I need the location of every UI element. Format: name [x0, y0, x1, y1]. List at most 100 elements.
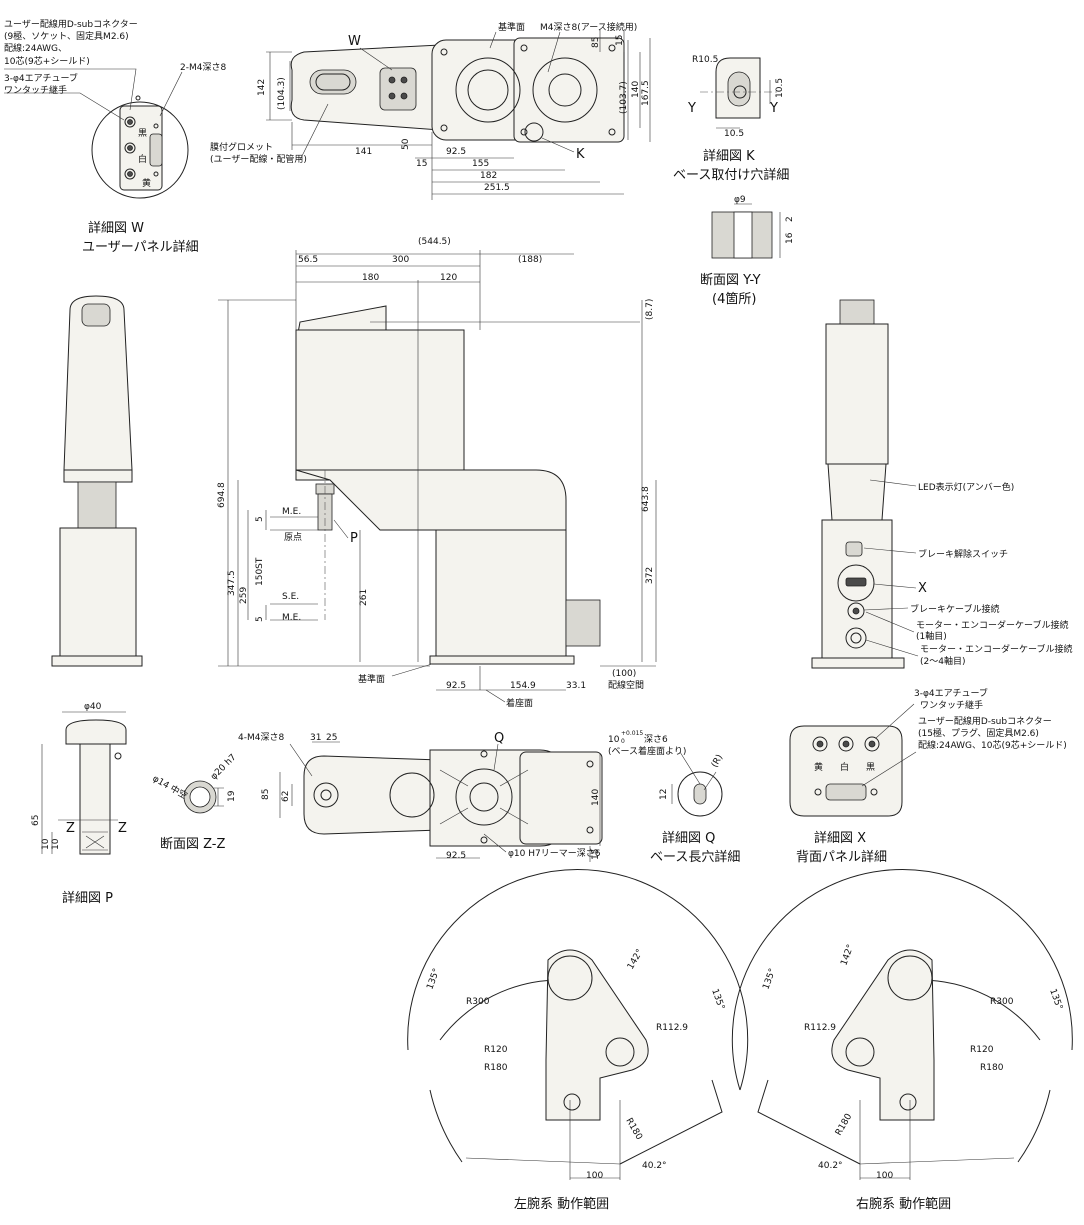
- rr-r180b: R180: [834, 1112, 855, 1138]
- rr-40-2: 40.2°: [818, 1161, 843, 1171]
- w-dsub-line1: ユーザー配線用D-subコネクター: [4, 18, 138, 30]
- dim-372: 372: [645, 567, 655, 584]
- detail-x-title: 詳細図 X: [814, 830, 866, 846]
- dim-top-104-3: (104.3): [277, 77, 287, 110]
- section-yy-subtitle: (4箇所): [712, 291, 756, 307]
- arm-dim-85: 85: [261, 789, 271, 800]
- lr-r300: R300: [466, 997, 490, 1007]
- dim-top-141: 141: [355, 147, 372, 157]
- arm-dim-31: 31: [310, 733, 321, 743]
- x-air-1: 3-φ4エアチューブ: [914, 687, 988, 699]
- lr-r112-9: R112.9: [656, 1023, 688, 1033]
- detail-x-subtitle: 背面パネル詳細: [796, 849, 887, 865]
- x-color-white: 白: [840, 761, 849, 773]
- front-view: (544.5) 56.5 300 (188) 180 120 (8.7) 694…: [217, 237, 657, 709]
- detail-q: 10 +0.015 0 深さ6 (ベース着座面より) (R) 12 詳細図 Q …: [608, 730, 740, 865]
- base-ref-label: 基準面: [358, 673, 385, 685]
- motor1-line2: (1軸目): [916, 630, 947, 642]
- detail-w-subtitle: ユーザーパネル詳細: [82, 239, 199, 255]
- dim-top-182: 182: [480, 171, 497, 181]
- mount-face-label: 着座面: [506, 697, 533, 709]
- w-air-line1: 3-φ4エアチューブ: [4, 72, 78, 84]
- dim-56-5: 56.5: [298, 255, 318, 265]
- k-dim-10-5a: 10.5: [724, 129, 744, 139]
- rr-r112-9: R112.9: [804, 1023, 836, 1033]
- w-callout: W: [348, 34, 361, 49]
- p-dim-10b: 10: [51, 838, 61, 850]
- dim-150st: 150ST: [255, 557, 265, 586]
- x-color-yellow: 黄: [814, 761, 823, 773]
- ref-face-label: 基準面: [498, 21, 525, 33]
- x-dsub-1: ユーザー配線用D-subコネクター: [918, 715, 1052, 727]
- w-m4-label: 2-M4深さ8: [180, 62, 226, 73]
- q-tol-depth: 深さ6: [644, 734, 668, 745]
- section-yy: φ9 2 16 断面図 Y-Y (4箇所): [700, 195, 795, 307]
- k-callout: K: [576, 147, 585, 162]
- dim-top-155: 155: [472, 159, 489, 169]
- reamer-label: φ10 H7リーマー深さ6: [508, 848, 601, 859]
- rear-view: LED表示灯(アンバー色) ブレーキ解除スイッチ X ブレーキケーブル接続 モー…: [811, 299, 1072, 669]
- x-color-black: 黒: [866, 762, 875, 773]
- dim-top-251-5: 251.5: [484, 183, 510, 193]
- q-tol-zero: 0: [621, 738, 625, 745]
- dim-5a: 5: [255, 516, 265, 522]
- dim-92-5-front: 92.5: [446, 681, 466, 691]
- dim-top-103-7: (103.7): [619, 81, 629, 114]
- led-label: LED表示灯(アンバー色): [918, 481, 1014, 493]
- rr-142: 142°: [839, 943, 856, 967]
- arm-dim-140: 140: [591, 789, 601, 806]
- detail-p: φ40 65 10 10 Z Z 詳細図 P: [31, 702, 127, 906]
- dim-154-9: 154.9: [510, 681, 536, 691]
- rr-135a: 135°: [761, 967, 778, 991]
- arm-dim-92-5: 92.5: [446, 851, 466, 861]
- w-dsub-line2: (9極、ソケット、固定具M2.6): [4, 30, 129, 42]
- x-air-2: ワンタッチ継手: [920, 699, 983, 711]
- wiring-space-1: (100): [612, 669, 636, 679]
- k-y-left: Y: [687, 101, 696, 116]
- zz-dim-19: 19: [227, 790, 237, 802]
- p-phi40: φ40: [84, 702, 102, 712]
- motor2-line1: モーター・エンコーダーケーブル接続: [920, 643, 1072, 655]
- left-arm-range: 135° 142° 135° R300 R112.9 R120 R180 R18…: [407, 869, 749, 1212]
- yy-dim-16: 16: [785, 232, 795, 244]
- brake-switch-label: ブレーキ解除スイッチ: [918, 548, 1008, 560]
- section-zz-title: 断面図 Z-Z: [160, 837, 226, 852]
- dim-8-7: (8.7): [645, 299, 655, 320]
- lr-142: 142°: [626, 948, 646, 972]
- dim-261: 261: [359, 589, 369, 606]
- w-color-yellow: 黄: [142, 177, 151, 189]
- rr-135b: 135°: [1047, 988, 1064, 1012]
- dim-33-1: 33.1: [566, 681, 586, 691]
- rr-r120: R120: [970, 1045, 994, 1055]
- motor1-line1: モーター・エンコーダーケーブル接続: [916, 619, 1068, 631]
- k-dim-10-5b: 10.5: [775, 78, 785, 98]
- dim-top-85: 85: [591, 37, 601, 48]
- origin-label: 原点: [284, 532, 302, 543]
- right-arm-range: 135° 142° 135° R300 R112.9 R120 R180 R18…: [731, 869, 1073, 1212]
- lr-40-2: 40.2°: [642, 1161, 667, 1171]
- dim-694-8: 694.8: [217, 482, 227, 508]
- detail-p-title: 詳細図 P: [62, 890, 113, 906]
- right-range-title: 右腕系 動作範囲: [856, 1196, 951, 1212]
- detail-x: 黄 白 黒 3-φ4エアチューブ ワンタッチ継手 ユーザー配線用D-subコネク…: [789, 687, 1067, 865]
- k-r10-5: R10.5: [692, 55, 718, 65]
- dim-top-92-5: 92.5: [446, 147, 466, 157]
- p-dim-65: 65: [31, 815, 41, 826]
- dim-top-140: 140: [631, 81, 641, 98]
- rr-100: 100: [876, 1171, 893, 1181]
- lr-135a: 135°: [425, 967, 442, 991]
- rr-r180a: R180: [980, 1063, 1004, 1073]
- wiring-space-2: 配線空間: [608, 679, 644, 691]
- yy-phi9: φ9: [734, 195, 746, 205]
- top-view: 142 (104.3) 141 50 92.5 155 182 251.5 15…: [210, 21, 651, 200]
- lr-r120: R120: [484, 1045, 508, 1055]
- detail-k: R10.5 10.5 10.5 Y Y 詳細図 K ベース取付け穴詳細: [673, 55, 789, 183]
- yy-dim-2: 2: [785, 216, 795, 222]
- dim-120: 120: [440, 273, 457, 283]
- section-yy-title: 断面図 Y-Y: [700, 273, 761, 288]
- p-z-left: Z: [66, 821, 75, 836]
- lr-100: 100: [586, 1171, 603, 1181]
- arm-dim-15: 15: [591, 849, 601, 860]
- dim-top-15: 15: [416, 159, 427, 169]
